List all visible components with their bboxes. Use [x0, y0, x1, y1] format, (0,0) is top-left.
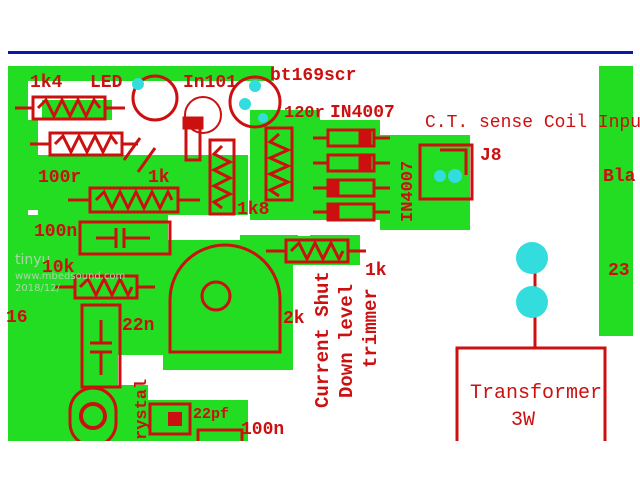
label-100n-bottom: 100n [241, 420, 284, 440]
label-16: 16 [6, 308, 28, 328]
label-in101: In101 [183, 73, 237, 93]
labels: 1k4 LED In101 bt169scr 120r IN4007 C.T. … [6, 66, 640, 440]
label-down-level: Down level [336, 284, 358, 398]
label-j8: J8 [480, 146, 502, 166]
label-ct-sense: C.T. sense Coil Input [425, 113, 640, 133]
label-2k: 2k [283, 309, 305, 329]
label-1k-mid: 1k [148, 168, 170, 188]
label-22n: 22n [122, 316, 154, 336]
label-100n-left: 100n [34, 222, 77, 242]
label-1k8: 1k8 [237, 200, 269, 220]
resistor-1k8 [208, 138, 236, 216]
label-120r: 120r [284, 104, 325, 123]
copper-gaps [28, 84, 470, 400]
label-bt169scr: bt169scr [270, 66, 356, 86]
capacitor-22pf [148, 402, 192, 436]
label-in4007-vertical: IN4007 [399, 161, 418, 222]
trimmer-2k-outline [168, 243, 282, 354]
silkscreen [15, 74, 607, 450]
label-in4007-top: IN4007 [330, 103, 395, 123]
scr-outline [228, 75, 282, 129]
label-100r: 100r [38, 168, 81, 188]
watermark-brand: tinyu [15, 252, 50, 268]
label-1k-right: 1k [365, 261, 387, 281]
label-transformer: Transformer [470, 382, 602, 405]
diode-array [313, 128, 390, 222]
label-current-shut: Current Shut [312, 271, 334, 408]
resistor-120r [264, 126, 294, 202]
capacitor-22n [80, 303, 122, 389]
label-10k: 10k [42, 258, 75, 278]
bottom-blank-band [0, 441, 640, 494]
label-led: LED [90, 73, 123, 93]
connector-j8 [418, 143, 474, 201]
led-outline [131, 74, 179, 122]
transistor-in101-outline [184, 96, 222, 134]
top-border-line [8, 51, 633, 54]
label-23: 23 [608, 261, 630, 281]
transformer-pad-1 [516, 242, 548, 274]
label-transformer-3w: 3W [511, 409, 535, 432]
label-22pf: 22pf [193, 406, 229, 423]
watermark: tinyu www.mbedsound.com 2018/12/ [15, 252, 125, 294]
watermark-date: 2018/12/ [15, 283, 61, 294]
capacitor-100n-left [78, 220, 172, 256]
label-crystal: rystal [133, 379, 152, 440]
label-1k4: 1k4 [30, 73, 63, 93]
label-trimmer: trimmer [360, 288, 382, 368]
label-bla: Bla [603, 167, 636, 187]
watermark-site: www.mbedsound.com [15, 271, 125, 282]
transformer-pad-2 [516, 286, 548, 318]
pads [132, 78, 548, 318]
